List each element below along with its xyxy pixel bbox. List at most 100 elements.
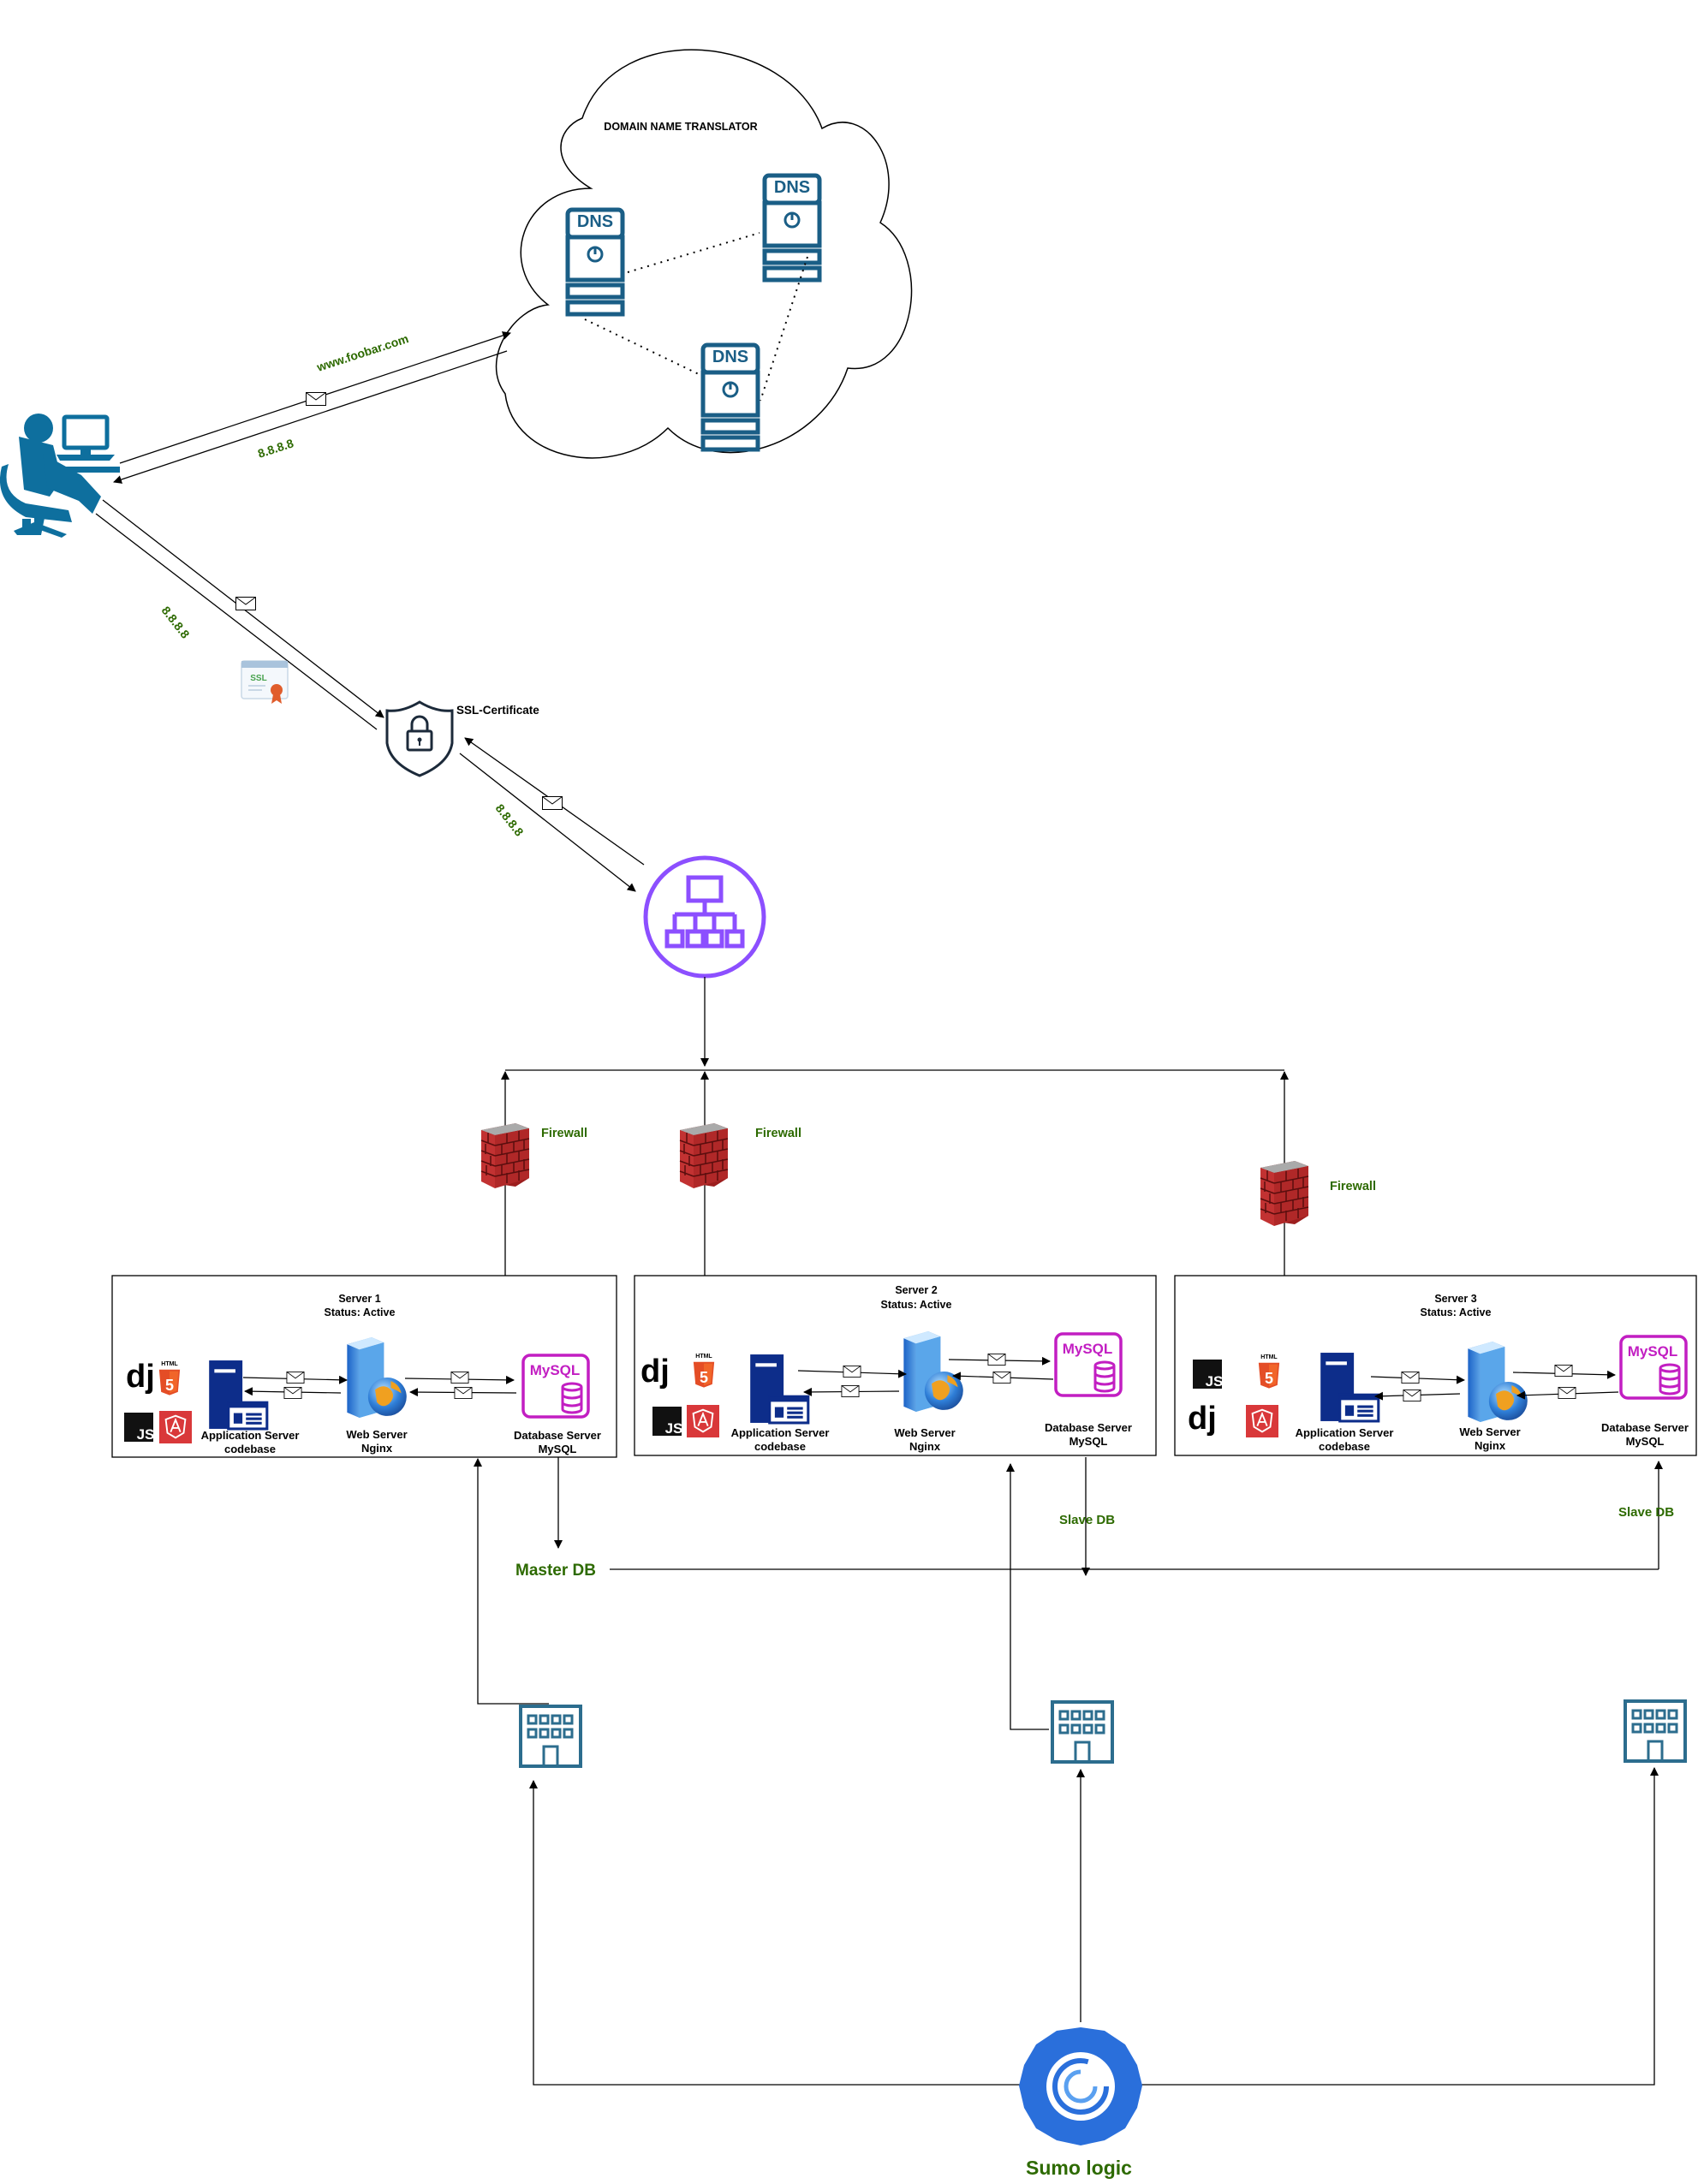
db-server-label: Database Server bbox=[514, 1429, 601, 1442]
html5-icon: HTML 5 bbox=[158, 1361, 181, 1395]
dns-server-icon: DNS bbox=[568, 210, 623, 314]
mysql-database-icon: MySQL bbox=[1619, 1335, 1688, 1400]
ssl-certificate-icon: SSL bbox=[241, 660, 289, 704]
app-server-sublabel: codebase bbox=[754, 1440, 806, 1453]
server-status: Status: Active bbox=[881, 1299, 952, 1311]
db-server-label: Database Server bbox=[1601, 1421, 1689, 1434]
ssl-certificate-label: SSL-Certificate bbox=[456, 704, 539, 717]
building-icon bbox=[1624, 1699, 1687, 1763]
slave-db-label: Slave DB bbox=[1618, 1505, 1674, 1520]
dns-server-label: DNS bbox=[712, 348, 748, 366]
javascript-icon: JS bbox=[652, 1407, 682, 1437]
envelope-icon bbox=[1403, 1390, 1421, 1401]
envelope-icon bbox=[987, 1354, 1006, 1366]
firewall-label: Firewall bbox=[1330, 1180, 1376, 1193]
envelope-icon bbox=[306, 392, 326, 406]
firewall-label: Firewall bbox=[755, 1127, 801, 1140]
app-server-label: Application Server bbox=[201, 1429, 300, 1442]
dns-server-icon: DNS bbox=[765, 176, 819, 280]
web-server-label: Web Server bbox=[1459, 1425, 1520, 1438]
user-workstation-icon bbox=[0, 414, 120, 538]
web-server-label: Web Server bbox=[894, 1426, 955, 1439]
app-server-sublabel: codebase bbox=[224, 1443, 276, 1455]
javascript-icon: JS bbox=[1193, 1360, 1223, 1390]
server-2-box: Server 2 Status: Active dj HTML 5 JS App… bbox=[634, 1275, 1157, 1456]
html5-number: 5 bbox=[1265, 1370, 1273, 1387]
javascript-icon: JS bbox=[124, 1413, 154, 1443]
angular-icon bbox=[159, 1411, 192, 1443]
mysql-logo-text: MySQL bbox=[1628, 1343, 1678, 1360]
monitoring-lines bbox=[474, 1458, 1659, 2086]
shield-lock-icon bbox=[385, 700, 454, 777]
django-icon: dj bbox=[1188, 1401, 1217, 1437]
html5-label: HTML bbox=[161, 1361, 178, 1367]
server-status: Status: Active bbox=[1421, 1306, 1492, 1318]
firewall-icon bbox=[679, 1122, 729, 1189]
dns-peering-links bbox=[584, 232, 808, 402]
load-balancer-icon bbox=[643, 855, 766, 979]
firewall-icon bbox=[480, 1122, 530, 1189]
js-label: JS bbox=[665, 1420, 683, 1437]
envelope-icon bbox=[1401, 1372, 1420, 1384]
dns-server-label: DNS bbox=[774, 178, 810, 197]
slave-db-label: Slave DB bbox=[1059, 1513, 1115, 1527]
server-1-box: Server 1 Status: Active dj HTML 5 JS App… bbox=[111, 1275, 617, 1458]
html5-number: 5 bbox=[700, 1369, 708, 1386]
db-server-label: Database Server bbox=[1045, 1421, 1132, 1434]
envelope-icon bbox=[286, 1372, 305, 1384]
ssl-lb-label: 8.8.8.8 bbox=[493, 801, 527, 839]
sumo-logic-label: Sumo logic bbox=[1026, 2157, 1132, 2179]
envelope-icon bbox=[454, 1387, 473, 1399]
sumo-logic-icon bbox=[1019, 2027, 1142, 2145]
envelope-icon bbox=[1554, 1365, 1573, 1377]
ssl-badge-text: SSL bbox=[250, 674, 266, 683]
html5-icon: HTML 5 bbox=[1258, 1354, 1280, 1389]
client-ssl-label: 8.8.8.8 bbox=[159, 604, 193, 641]
app-server-label: Application Server bbox=[731, 1426, 830, 1439]
dns-cloud bbox=[495, 49, 913, 459]
js-label: JS bbox=[137, 1426, 155, 1443]
html5-number: 5 bbox=[165, 1377, 174, 1394]
cloud-title: DOMAIN NAME TRANSLATOR bbox=[604, 121, 757, 133]
html5-label: HTML bbox=[695, 1354, 712, 1360]
firewall-label: Firewall bbox=[541, 1127, 587, 1140]
server-title: Server 2 bbox=[895, 1284, 937, 1296]
dns-server-label: DNS bbox=[577, 212, 613, 231]
html5-icon: HTML 5 bbox=[693, 1354, 715, 1388]
envelope-icon bbox=[450, 1372, 469, 1384]
dns-response-arrow bbox=[113, 350, 508, 484]
mysql-database-icon: MySQL bbox=[521, 1354, 590, 1419]
lb-distribution-lines bbox=[501, 977, 1289, 1276]
web-server-label: Web Server bbox=[346, 1428, 407, 1441]
web-server-sublabel: Nginx bbox=[909, 1440, 941, 1453]
client-ssl-parallel-line bbox=[95, 513, 378, 730]
mysql-database-icon: MySQL bbox=[1054, 1332, 1123, 1397]
server-3-box: Server 3 Status: Active JS dj HTML 5 App… bbox=[1174, 1275, 1697, 1456]
db-server-sublabel: MySQL bbox=[1626, 1435, 1665, 1448]
web-server-sublabel: Nginx bbox=[361, 1442, 393, 1455]
js-label: JS bbox=[1206, 1373, 1224, 1390]
db-server-sublabel: MySQL bbox=[539, 1443, 577, 1455]
master-db-label: Master DB bbox=[515, 1562, 596, 1580]
firewall-icon bbox=[1260, 1160, 1309, 1227]
mysql-logo-text: MySQL bbox=[530, 1362, 581, 1378]
envelope-icon bbox=[1558, 1387, 1576, 1399]
web-server-sublabel: Nginx bbox=[1475, 1439, 1506, 1452]
envelope-icon bbox=[542, 796, 563, 810]
app-server-sublabel: codebase bbox=[1319, 1440, 1370, 1453]
angular-icon bbox=[1246, 1405, 1278, 1437]
server-title: Server 3 bbox=[1434, 1293, 1476, 1305]
replication-lines bbox=[554, 1457, 1663, 1576]
html5-label: HTML bbox=[1260, 1354, 1278, 1360]
django-icon: dj bbox=[126, 1359, 155, 1395]
server-status: Status: Active bbox=[325, 1306, 396, 1318]
app-server-label: Application Server bbox=[1296, 1426, 1394, 1439]
building-icon bbox=[519, 1705, 582, 1768]
envelope-icon bbox=[283, 1387, 302, 1399]
building-icon bbox=[1051, 1700, 1114, 1764]
dns-request-label: www.foobar.com bbox=[314, 331, 410, 374]
django-icon: dj bbox=[640, 1354, 670, 1390]
db-server-sublabel: MySQL bbox=[1069, 1435, 1108, 1448]
dns-response-label: 8.8.8.8 bbox=[256, 436, 295, 461]
envelope-icon bbox=[843, 1366, 861, 1378]
